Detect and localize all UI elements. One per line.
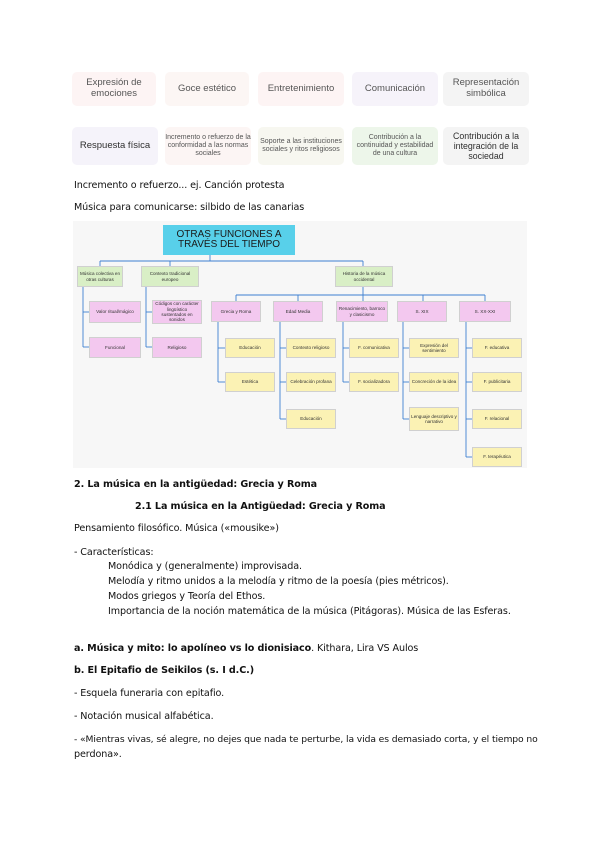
function-card: Soporte a las instituciones sociales y r…: [258, 127, 344, 165]
diagram-node: Lenguaje descriptivo y narrativo: [409, 407, 459, 431]
epitaph-item: - Notación musical alfabética.: [74, 711, 214, 722]
epitaph-quote-line-2: perdona».: [74, 749, 122, 760]
section-intro: Pensamiento filosófico. Música («mousike…: [74, 523, 279, 534]
diagram-node: Funcional: [89, 337, 141, 358]
section-heading: 2. La música en la antigüedad: Grecia y …: [74, 479, 318, 490]
myth-heading: a. Música y mito: lo apolíneo vs lo dion…: [74, 643, 312, 654]
characteristic-item: Modos griegos y Teoría del Ethos.: [108, 591, 266, 602]
diagram-node: Estética: [225, 372, 275, 392]
diagram-node: Expresión del sentimiento: [409, 338, 459, 358]
characteristics-label: - Características:: [74, 547, 154, 558]
function-card: Comunicación: [352, 72, 438, 106]
function-card: Contribución a la continuidad y estabili…: [352, 127, 438, 165]
function-card: Incremento o refuerzo de la conformidad …: [165, 127, 251, 165]
characteristic-item: Melodía y ritmo unidos a la melodía y ri…: [108, 576, 449, 587]
diagram-era-head: S. XIX: [397, 301, 447, 322]
diagram-node: F. socializadora: [349, 372, 399, 392]
functions-diagram: OTRAS FUNCIONES A TRAVÉS DEL TIEMPO Músi…: [73, 221, 527, 468]
diagram-node: Religioso: [152, 337, 202, 358]
diagram-node: F. terapéutica: [472, 447, 522, 467]
diagram-node: Contexto religioso: [286, 338, 336, 358]
function-card: Goce estético: [165, 72, 249, 106]
diagram-connectors: [82, 255, 486, 458]
epitaph-item: - Esquela funeraria con epitafio.: [74, 688, 225, 699]
diagram-node: Celebración profana: [286, 372, 336, 392]
diagram-era-head: Edad Media: [273, 301, 323, 322]
diagram-node: F. comunicativa: [349, 338, 399, 358]
diagram-node-col-b: Contexto tradicional europeo: [141, 266, 199, 287]
function-card: Expresión de emociones: [72, 72, 156, 106]
intro-line-2: Música para comunicarse: silbido de las …: [74, 202, 305, 213]
diagram-era-head: Grecia y Roma: [211, 301, 261, 322]
myth-line: a. Música y mito: lo apolíneo vs lo dion…: [74, 643, 418, 654]
diagram-node-col-c: Historia de la música occidental: [335, 266, 393, 287]
function-card: Respuesta física: [72, 127, 158, 165]
diagram-node: Educación: [286, 409, 336, 429]
intro-line-1: Incremento o refuerzo... ej. Canción pro…: [74, 180, 285, 191]
diagram-node: Concreción de la idea: [409, 372, 459, 392]
function-card: Entretenimiento: [258, 72, 344, 106]
function-card: Contribución a la integración de la soci…: [443, 127, 529, 165]
diagram-node-col-a: Música colectiva en otras culturas: [77, 266, 123, 287]
diagram-node: F. relacional: [472, 409, 522, 429]
epitaph-quote-line-1: - «Mientras vivas, sé alegre, no dejes q…: [74, 734, 538, 745]
function-card: Representación simbólica: [443, 72, 529, 106]
diagram-node: Valor ritual/mágico: [89, 301, 141, 323]
characteristic-item: Importancia de la noción matemática de l…: [108, 606, 511, 617]
diagram-node: F. publicitaria: [472, 372, 522, 392]
section-subheading: 2.1 La música en la Antigüedad: Grecia y…: [135, 501, 386, 512]
diagram-node: Educación: [225, 338, 275, 358]
diagram-node: Códigos con carácter lingüístico sustent…: [152, 300, 202, 324]
diagram-title: OTRAS FUNCIONES A TRAVÉS DEL TIEMPO: [163, 225, 295, 255]
diagram-node: F. educativa: [472, 338, 522, 358]
characteristic-item: Monódica y (generalmente) improvisada.: [108, 561, 302, 572]
diagram-era-head: S. XX-XXI: [459, 301, 511, 322]
epitaph-heading: b. El Epitafio de Seikilos (s. I d.C.): [74, 665, 254, 676]
diagram-era-head: Renacimiento, barroco y clasicismo: [336, 301, 388, 322]
myth-detail: . Kithara, Lira VS Aulos: [311, 643, 419, 654]
